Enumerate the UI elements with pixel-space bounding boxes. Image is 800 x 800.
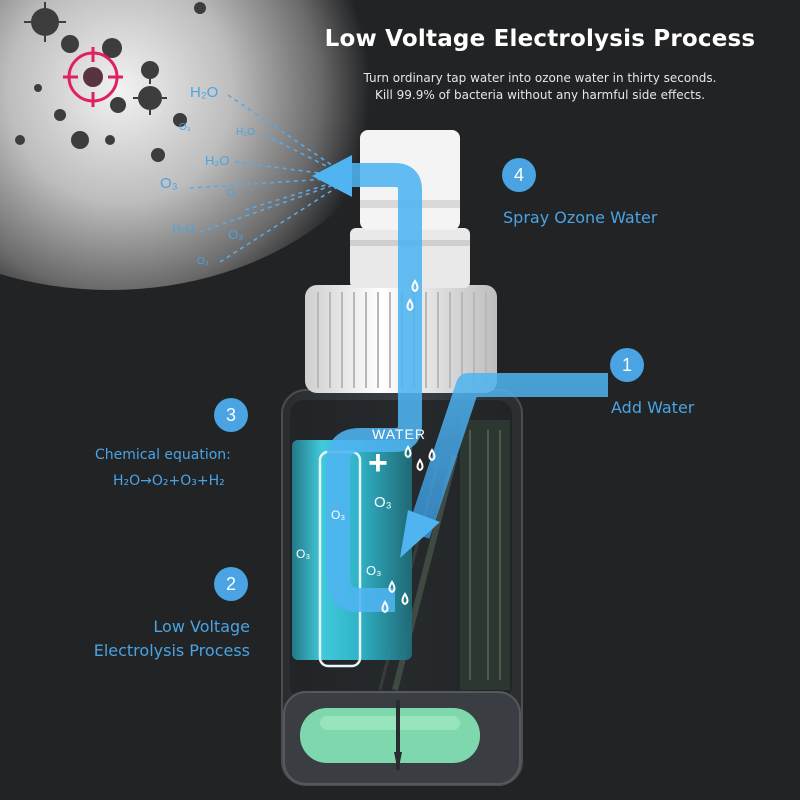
- step-2-badge: 2: [214, 567, 248, 601]
- molecule-o3: O₃: [228, 227, 244, 242]
- bacteria-spikes: [24, 2, 167, 115]
- step-2-label-line-1: Low Voltage: [153, 617, 250, 636]
- target-reticle-icon: [63, 47, 123, 107]
- step-3-label: Chemical equation:: [95, 447, 231, 463]
- page-title: Low Voltage Electrolysis Process: [324, 26, 756, 52]
- plus-sign: +: [368, 444, 388, 482]
- bacteria-icon: [15, 2, 206, 162]
- step-1-label: Add Water: [611, 398, 695, 417]
- molecule-h2o: H₂O: [205, 153, 230, 168]
- water-drop-icon: [381, 279, 436, 614]
- subtitle-line-2: Kill 99.9% of bacteria without any harmf…: [374, 88, 706, 102]
- molecule-o3-inside: O₃: [331, 508, 346, 522]
- step-4-label: Spray Ozone Water: [503, 208, 658, 227]
- molecule-o3-inside: O₃: [374, 494, 392, 511]
- step-4-badge: 4: [502, 158, 536, 192]
- subtitle: Turn ordinary tap water into ozone water…: [300, 70, 780, 104]
- water-label: WATER: [372, 426, 426, 442]
- step-3-badge: 3: [214, 398, 248, 432]
- microscope-view: [0, 0, 410, 290]
- molecule-o3: O₃: [197, 256, 209, 267]
- chemical-equation: H₂O→O₂+O₃+H₂: [113, 473, 225, 489]
- molecule-h2o: H₂O: [172, 221, 195, 235]
- step-1-badge: 1: [610, 348, 644, 382]
- molecule-h2o: H₂O: [190, 84, 219, 101]
- subtitle-line-1: Turn ordinary tap water into ozone water…: [363, 71, 717, 85]
- step-2-label: Low Voltage Electrolysis Process: [80, 615, 250, 663]
- molecule-o3: O₃: [160, 175, 178, 192]
- molecule-o3: O₃: [226, 188, 238, 199]
- step-2-label-line-2: Electrolysis Process: [93, 641, 250, 660]
- molecule-o3-inside: O₃: [366, 563, 382, 578]
- molecule-h2o: H₂O: [236, 127, 255, 138]
- flow-arrow-icon: [312, 155, 608, 612]
- molecule-o3-inside: O₃: [296, 547, 311, 561]
- molecule-o3: O₃: [179, 122, 191, 133]
